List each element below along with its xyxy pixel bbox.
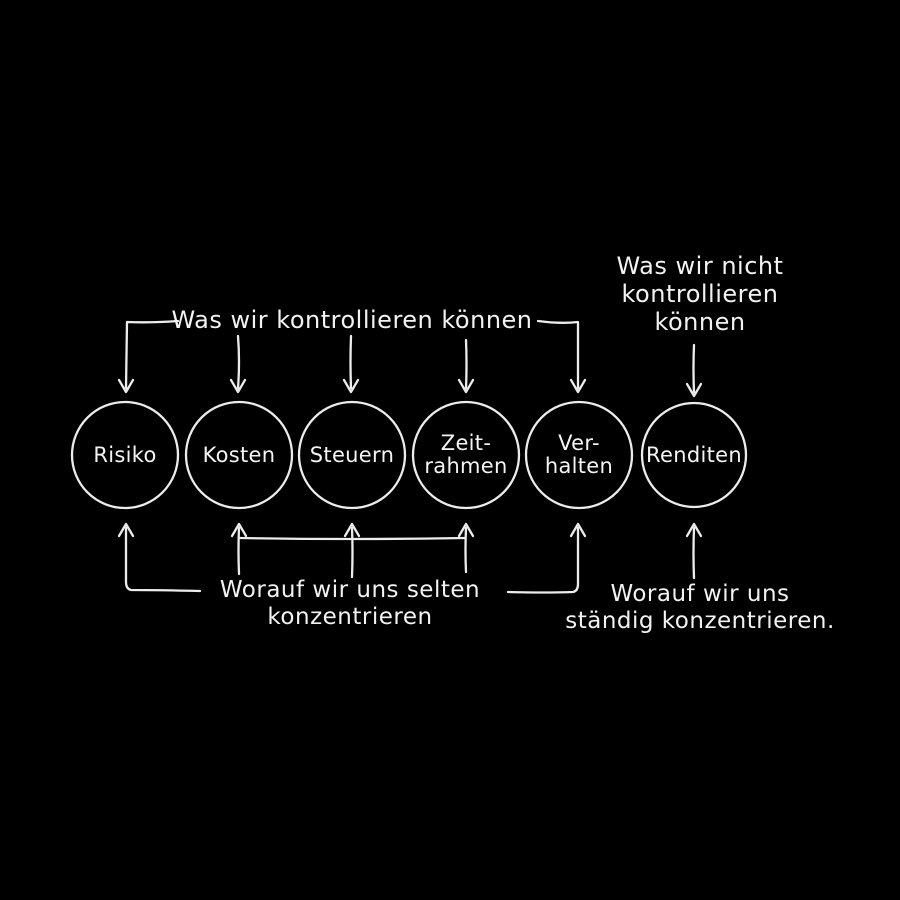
label-constantly-focus: Worauf wir uns ständig konzentrieren. [548, 581, 852, 635]
label-rarely-focus: Worauf wir uns selten konzentrieren [200, 577, 500, 631]
label-uncontrollable-line2: kontrollieren [621, 280, 779, 308]
label-constantly-focus-line2: ständig konzentrieren. [565, 608, 835, 634]
arrow-top-to-kosten [229, 334, 247, 394]
circle-verhalten-text-line2: halten [544, 454, 614, 478]
circle-verhalten-label: Ver- halten [526, 402, 632, 508]
circle-renditen [640, 401, 748, 509]
circle-zeitrahmen [411, 400, 521, 510]
circle-steuern-label: Steuern [299, 402, 405, 508]
label-controllable: Was wir kontrollieren können [171, 306, 533, 334]
circle-zeitrahmen-text-line1: Zeit- [440, 431, 492, 455]
circle-verhalten [524, 400, 634, 510]
circle-steuern-text: Steuern [309, 442, 395, 467]
circle-zeitrahmen-label: Zeit- rahmen [413, 402, 519, 508]
circle-risiko-text: Risiko [93, 442, 157, 467]
circle-zeitrahmen-text-line2: rahmen [424, 454, 508, 478]
arrow-bottom-to-kosten [230, 522, 248, 576]
circle-renditen-text: Renditen [646, 442, 742, 467]
circle-kosten-text: Kosten [202, 442, 276, 467]
label-uncontrollable-line1: Was wir nicht [616, 252, 784, 280]
label-constantly-focus-line1: Worauf wir uns [610, 581, 790, 607]
arrow-bottom-to-risiko [117, 522, 202, 593]
circle-risiko-label: Risiko [72, 402, 178, 508]
arrow-bottomright-to-renditen [685, 522, 703, 580]
arrow-bottom-to-steuern [343, 522, 361, 579]
circle-kosten-label: Kosten [186, 402, 292, 508]
arrow-top-to-steuern [342, 334, 360, 394]
arrow-topright-to-renditen [685, 343, 703, 398]
label-rarely-focus-line1: Worauf wir uns selten [219, 577, 481, 603]
arrow-top-to-zeitrahmen [457, 338, 475, 394]
arrow-bottom-to-verhalten [506, 522, 587, 594]
circle-verhalten-text-line1: Ver- [558, 431, 600, 455]
label-rarely-focus-line2: konzentrieren [267, 604, 433, 630]
circle-renditen-label: Renditen [642, 403, 746, 507]
label-uncontrollable: Was wir nicht kontrollieren können [600, 252, 800, 336]
connector-bottom-crossbar [238, 536, 467, 541]
arrow-top-to-verhalten [536, 319, 587, 394]
arrow-top-to-risiko [117, 319, 180, 394]
arrow-bottom-to-zeitrahmen [457, 522, 475, 574]
circle-steuern [297, 400, 407, 510]
label-uncontrollable-line3: können [654, 308, 746, 336]
circle-kosten [184, 400, 294, 510]
circle-risiko [70, 400, 180, 510]
